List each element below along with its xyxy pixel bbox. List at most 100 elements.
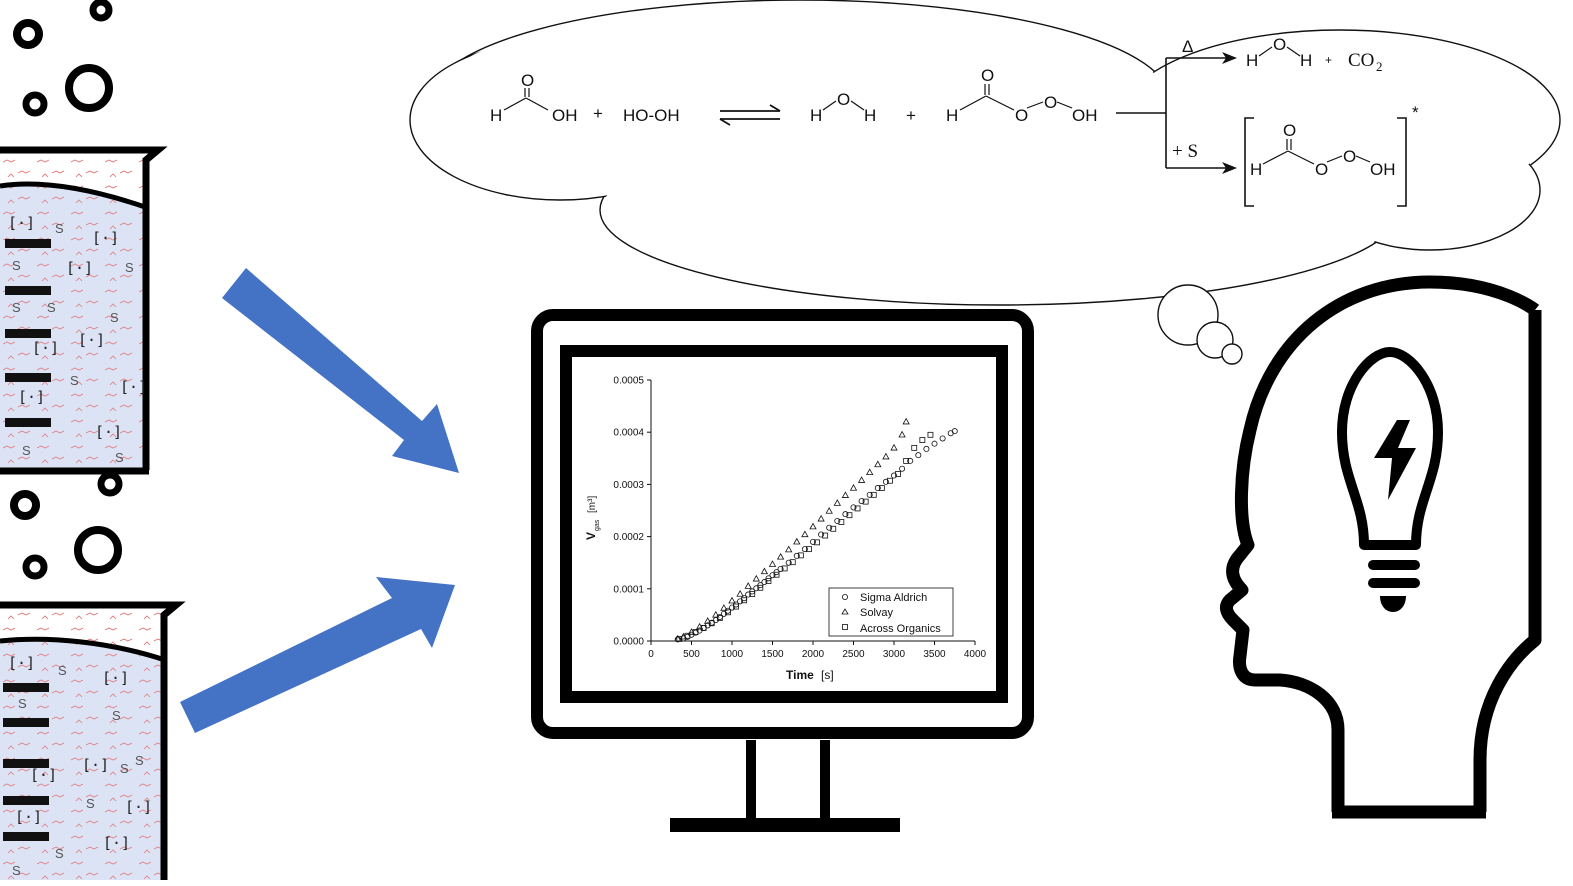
data-point-sigma-aldrich (850, 504, 857, 511)
svg-text:O: O (981, 66, 994, 85)
data-point-across-organics (716, 615, 723, 621)
beaker-bottom: [·]S[·]SS[·][·]SS[·][·]S[·]SS (0, 601, 186, 880)
data-point-solvay (728, 596, 736, 604)
data-point-sigma-aldrich (826, 524, 833, 531)
data-point-across-organics (903, 458, 910, 464)
solvent-mark: S (22, 443, 31, 458)
data-point-sigma-aldrich (785, 559, 792, 566)
data-point-sigma-aldrich (915, 452, 922, 459)
data-point-solvay (809, 522, 817, 530)
data-point-solvay (825, 506, 833, 514)
data-point-solvay (736, 589, 744, 597)
lightning-icon (1374, 420, 1416, 500)
data-point-across-organics (749, 591, 756, 597)
legend-across-organics: Across Organics (860, 623, 941, 635)
data-point-sigma-aldrich (931, 440, 938, 447)
molecule-mark: [·] (15, 808, 42, 826)
data-point-across-organics (838, 519, 845, 525)
y-tick-label: 0.0001 (613, 584, 644, 595)
y-axis-title: V gas [m³] (584, 496, 601, 540)
data-point-across-organics (773, 571, 780, 578)
plus-sign-2: + (906, 106, 916, 125)
molecule-mark: [·] (8, 214, 35, 232)
data-point-sigma-aldrich (842, 511, 849, 518)
hydrogen-peroxide: HO-OH (623, 106, 680, 125)
data-point-sigma-aldrich (818, 531, 825, 538)
svg-text:Time: Time (786, 668, 814, 682)
data-point-sigma-aldrich (899, 465, 906, 472)
data-point-sigma-aldrich (923, 445, 930, 452)
svg-text:2: 2 (1376, 59, 1383, 74)
legend-marker-across-organics (842, 624, 848, 630)
data-point-across-organics (741, 597, 748, 604)
molecule-mark: [·] (8, 654, 35, 672)
data-point-across-organics (733, 603, 739, 610)
svg-text:O: O (521, 71, 534, 90)
data-point-across-organics (765, 578, 772, 584)
activated-complex: * H O O O OH (1244, 103, 1419, 207)
data-point-across-organics (684, 632, 691, 639)
svg-text:H: H (1300, 51, 1312, 70)
data-point-sigma-aldrich (745, 591, 752, 598)
molecule-mark: [·] (120, 378, 147, 396)
svg-text:H: H (1250, 160, 1262, 179)
water: H O H (810, 90, 876, 125)
data-point-sigma-aldrich (712, 617, 719, 624)
data-point-sigma-aldrich (882, 478, 889, 485)
svg-text:OH: OH (1370, 160, 1396, 179)
data-point-across-organics (830, 525, 837, 532)
data-point-solvay (768, 560, 777, 567)
data-point-sigma-aldrich (769, 572, 776, 579)
solvent-mark: S (58, 663, 67, 678)
solvent-mark: S (135, 753, 144, 768)
molecule-mark: [·] (18, 388, 45, 406)
svg-text:O: O (1044, 93, 1057, 112)
data-point-solvay (898, 430, 906, 438)
data-point-sigma-aldrich (834, 517, 841, 524)
thought-cloud-fill (412, 2, 1558, 303)
svg-text:[s]: [s] (821, 668, 834, 682)
data-point-solvay (712, 610, 720, 618)
svg-text:*: * (1412, 103, 1419, 122)
data-point-across-organics (878, 485, 885, 491)
data-point-across-organics (846, 512, 853, 519)
data-point-sigma-aldrich (801, 546, 808, 553)
solvent-mark: S (55, 221, 64, 236)
data-point-across-organics (806, 546, 812, 553)
data-point-sigma-aldrich (737, 598, 744, 605)
arrow-top (222, 268, 459, 473)
chart-legend: Sigma Aldrich Solvay Across Organics (828, 587, 954, 637)
head-lightbulb-icon (1219, 275, 1542, 819)
solvent-mark: S (115, 450, 124, 465)
data-point-across-organics (919, 437, 926, 443)
x-tick-label: 2000 (802, 649, 825, 660)
svg-text:O: O (837, 90, 850, 109)
x-tick-label: 500 (683, 649, 700, 660)
legend-marker-solvay (841, 608, 849, 615)
x-tick-label: 3000 (883, 649, 906, 660)
data-point-across-organics (797, 552, 804, 559)
arrow-bottom (180, 577, 455, 733)
plus-sign: + (593, 104, 603, 123)
thought-bubbles (1157, 284, 1243, 365)
x-tick-label: 1000 (721, 649, 744, 660)
data-point-solvay (841, 491, 850, 498)
data-point-solvay (874, 460, 882, 468)
svg-text:V: V (584, 532, 598, 540)
y-tick-label: 0.0003 (613, 480, 644, 491)
data-point-across-organics (822, 532, 829, 539)
solvent-mark: S (12, 863, 21, 878)
data-point-across-organics (814, 539, 820, 546)
molecule-mark: [·] (95, 423, 122, 441)
molecule-mark: [·] (66, 259, 93, 277)
data-point-solvay (752, 574, 760, 582)
svg-text:H: H (1246, 51, 1258, 70)
formic-acid: H O OH (490, 71, 578, 125)
svg-text:O: O (1273, 35, 1286, 54)
solvent-mark: S (18, 696, 27, 711)
data-point-across-organics (757, 584, 764, 591)
molecule-mark: [·] (125, 798, 152, 816)
data-point-across-organics (708, 620, 715, 627)
data-point-solvay (776, 552, 785, 560)
legend-solvay: Solvay (860, 607, 894, 619)
